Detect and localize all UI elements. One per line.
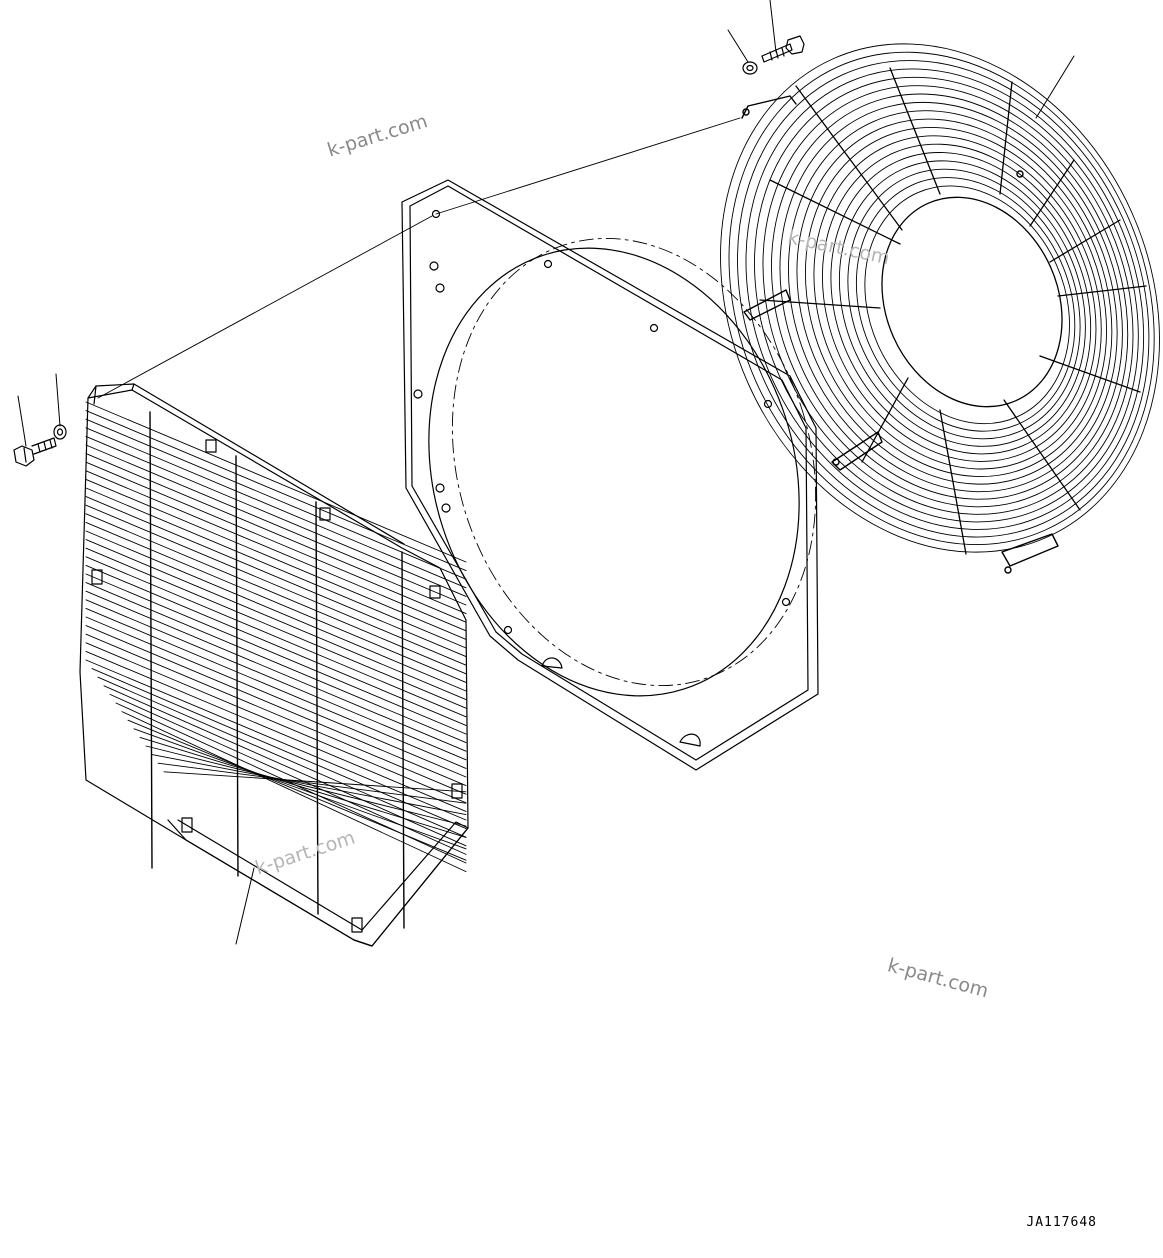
grille-bar — [145, 745, 467, 827]
grille-bar — [91, 668, 467, 830]
guard-ring — [754, 76, 1139, 523]
guard-spoke — [769, 179, 901, 245]
guard-ring — [762, 85, 1134, 515]
guard-ring — [745, 68, 1145, 530]
guard-ring — [847, 168, 1081, 440]
guard-ring — [864, 185, 1070, 425]
guard-spoke — [939, 409, 967, 555]
guard-ring — [855, 177, 1076, 432]
shroud-slot-lower — [541, 657, 563, 669]
guard-center-opening — [881, 196, 1063, 408]
guard-ring — [830, 152, 1092, 455]
shroud-outline — [401, 179, 819, 771]
fan-guard — [720, 43, 1160, 574]
guard-mounting-brackets — [741, 95, 1059, 574]
guard-spoke — [999, 81, 1013, 195]
guard-spoke — [1039, 355, 1141, 393]
guard-spoke — [795, 85, 903, 231]
grille-bottom-plate — [167, 819, 469, 947]
guard-ring — [821, 143, 1097, 462]
drawing-number: JA117648 — [1026, 1215, 1097, 1230]
guard-spoke — [889, 67, 941, 195]
guard-ring — [771, 93, 1129, 508]
guard-ring — [728, 51, 1155, 546]
grille-bar — [139, 736, 467, 838]
shroud-ring-lip — [451, 237, 817, 687]
guard-ring — [838, 160, 1086, 447]
guard-spoke — [1049, 219, 1121, 263]
grille-bar — [133, 728, 467, 850]
grille-bars — [85, 401, 467, 873]
leader-lines — [17, 0, 1075, 945]
fan-shroud — [401, 179, 819, 771]
grille-bar — [97, 676, 467, 838]
grille-bar — [151, 754, 467, 816]
guard-ring — [737, 60, 1150, 538]
bolt-left — [13, 437, 57, 467]
shroud-fan-opening — [428, 247, 800, 697]
washer-upper — [742, 61, 758, 75]
guard-ring — [813, 135, 1102, 470]
grille-bar — [121, 711, 467, 873]
guard-spoke — [1029, 159, 1075, 227]
grille-mounting-tabs — [91, 439, 463, 933]
grille-bar — [85, 401, 467, 563]
guard-spokes — [759, 67, 1147, 555]
grille-supports — [149, 411, 405, 929]
guard-rings — [720, 43, 1160, 553]
guard-spoke — [759, 299, 881, 309]
washer-left — [53, 424, 67, 440]
guard-ring — [788, 110, 1118, 493]
guard-ring — [779, 101, 1123, 500]
guard-spoke — [1003, 399, 1081, 511]
guard-ring — [804, 126, 1108, 478]
shroud-inner-edge — [409, 185, 809, 761]
front-grille — [79, 383, 469, 947]
grille-bar — [115, 702, 467, 864]
shroud-bolt-holes — [413, 209, 791, 635]
guard-spoke — [861, 377, 909, 463]
grille-bar — [109, 693, 467, 855]
guard-ring — [720, 43, 1160, 553]
bolt-upper — [761, 35, 805, 63]
grille-bar — [127, 719, 467, 861]
grille-top-flange — [87, 383, 405, 545]
assembly-lines — [97, 117, 741, 399]
guard-ring — [796, 118, 1113, 485]
guard-spoke — [1057, 285, 1147, 297]
grille-bar — [85, 410, 467, 572]
grille-bar — [157, 762, 467, 804]
grille-bar — [163, 771, 467, 793]
shroud-slot-bottom — [679, 733, 701, 747]
